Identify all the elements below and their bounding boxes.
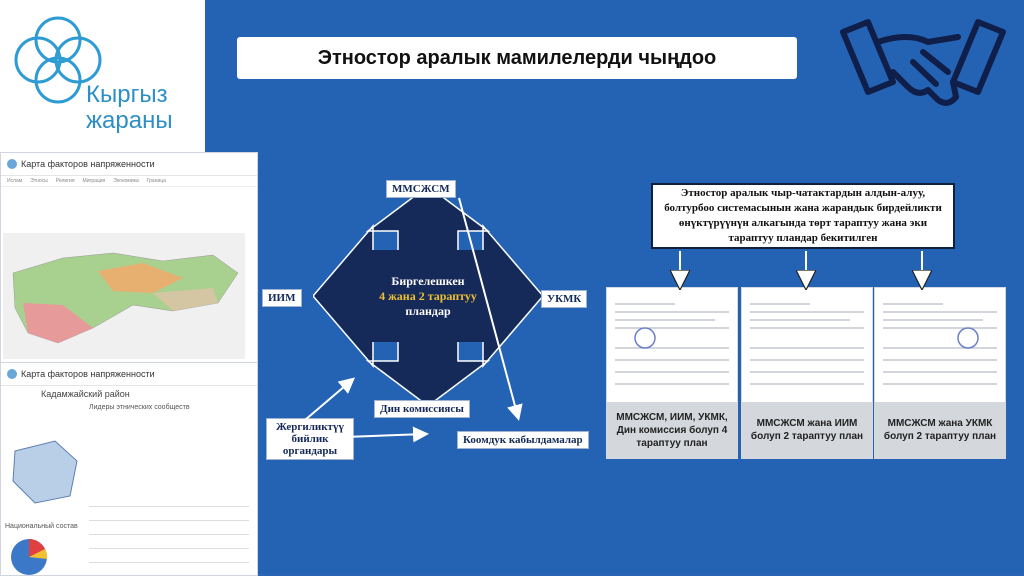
center-line2: 4 жана 2 тараптуу — [379, 289, 477, 304]
brand-line1: Кыргыз — [86, 82, 173, 108]
center-line3: пландар — [405, 304, 450, 319]
nav-item: Граница — [147, 178, 166, 184]
document-thumbnail: ММСЖСМ жана УКМК болуп 2 тараптуу план — [874, 287, 1006, 459]
screenshot-nav: Ислам Этносы Религия Миграция Экономика … — [1, 176, 257, 187]
plans-heading-box: Этностор аралык чыр-чатактардын алдын-ал… — [651, 183, 955, 249]
nav-item: Экономика — [113, 178, 138, 184]
handshake-icon — [838, 12, 1008, 132]
nav-item: Религия — [56, 178, 75, 184]
district-screenshot: Карта факторов напряженности Кадамжайски… — [0, 362, 258, 576]
label-ukmk: УКМК — [541, 290, 587, 308]
document-thumbnail: ММСЖСМ жана ИИМ болуп 2 тараптуу план — [741, 287, 873, 459]
label-local-authorities: Жергиликтүү бийлик органдары — [266, 418, 354, 460]
district-name: Кадамжайский район — [1, 386, 257, 402]
site-logo-icon — [7, 369, 17, 379]
label-public-councils: Коомдук кабылдамалар — [457, 431, 589, 449]
map-regions-icon — [3, 233, 245, 359]
label-mmsjsm: ММСЖСМ — [386, 180, 456, 198]
screenshot-title: Карта факторов напряженности — [21, 159, 155, 169]
label-iim: ИИМ — [262, 289, 302, 307]
brand-line2: жараны — [86, 108, 173, 134]
section-title: Лидеры этнических сообществ — [1, 402, 257, 414]
document-caption: ММСЖСМ, ИИМ, УКМК, Дин комиссия болуп 4 … — [607, 402, 737, 458]
brand-name: Кыргыз жараны — [86, 82, 173, 134]
district-map-icon — [5, 431, 85, 511]
nationality-pie-icon — [7, 535, 53, 575]
document-text-icon — [750, 298, 864, 398]
document-text-icon — [615, 298, 729, 398]
screenshot-header: Карта факторов напряженности — [1, 363, 257, 386]
document-caption: ММСЖСМ жана УКМК болуп 2 тараптуу план — [875, 402, 1005, 458]
slide-title: Этностор аралык мамилелерди чыңдоо — [237, 37, 797, 79]
nav-item: Этносы — [30, 178, 48, 184]
document-thumbnail: ММСЖСМ, ИИМ, УКМК, Дин комиссия болуп 4 … — [606, 287, 738, 459]
tension-map-screenshot: Карта факторов напряженности Ислам Этнос… — [0, 152, 258, 370]
screenshot-title: Карта факторов напряженности — [21, 369, 155, 379]
document-caption: ММСЖСМ жана ИИМ болуп 2 тараптуу план — [742, 402, 872, 458]
leaders-table — [89, 493, 249, 573]
center-line1: Биргелешкен — [391, 274, 464, 289]
label-religion-commission: Дин комиссиясы — [374, 400, 470, 418]
joint-plans-box: Биргелешкен 4 жана 2 тараптуу пландар — [368, 250, 488, 342]
document-text-icon — [883, 298, 997, 398]
pie-label: Национальный состав — [5, 523, 78, 530]
screenshot-header: Карта факторов напряженности — [1, 153, 257, 176]
nav-item: Ислам — [7, 178, 22, 184]
site-logo-icon — [7, 159, 17, 169]
kyrgyzstan-map — [3, 233, 245, 359]
nav-item: Миграция — [83, 178, 106, 184]
